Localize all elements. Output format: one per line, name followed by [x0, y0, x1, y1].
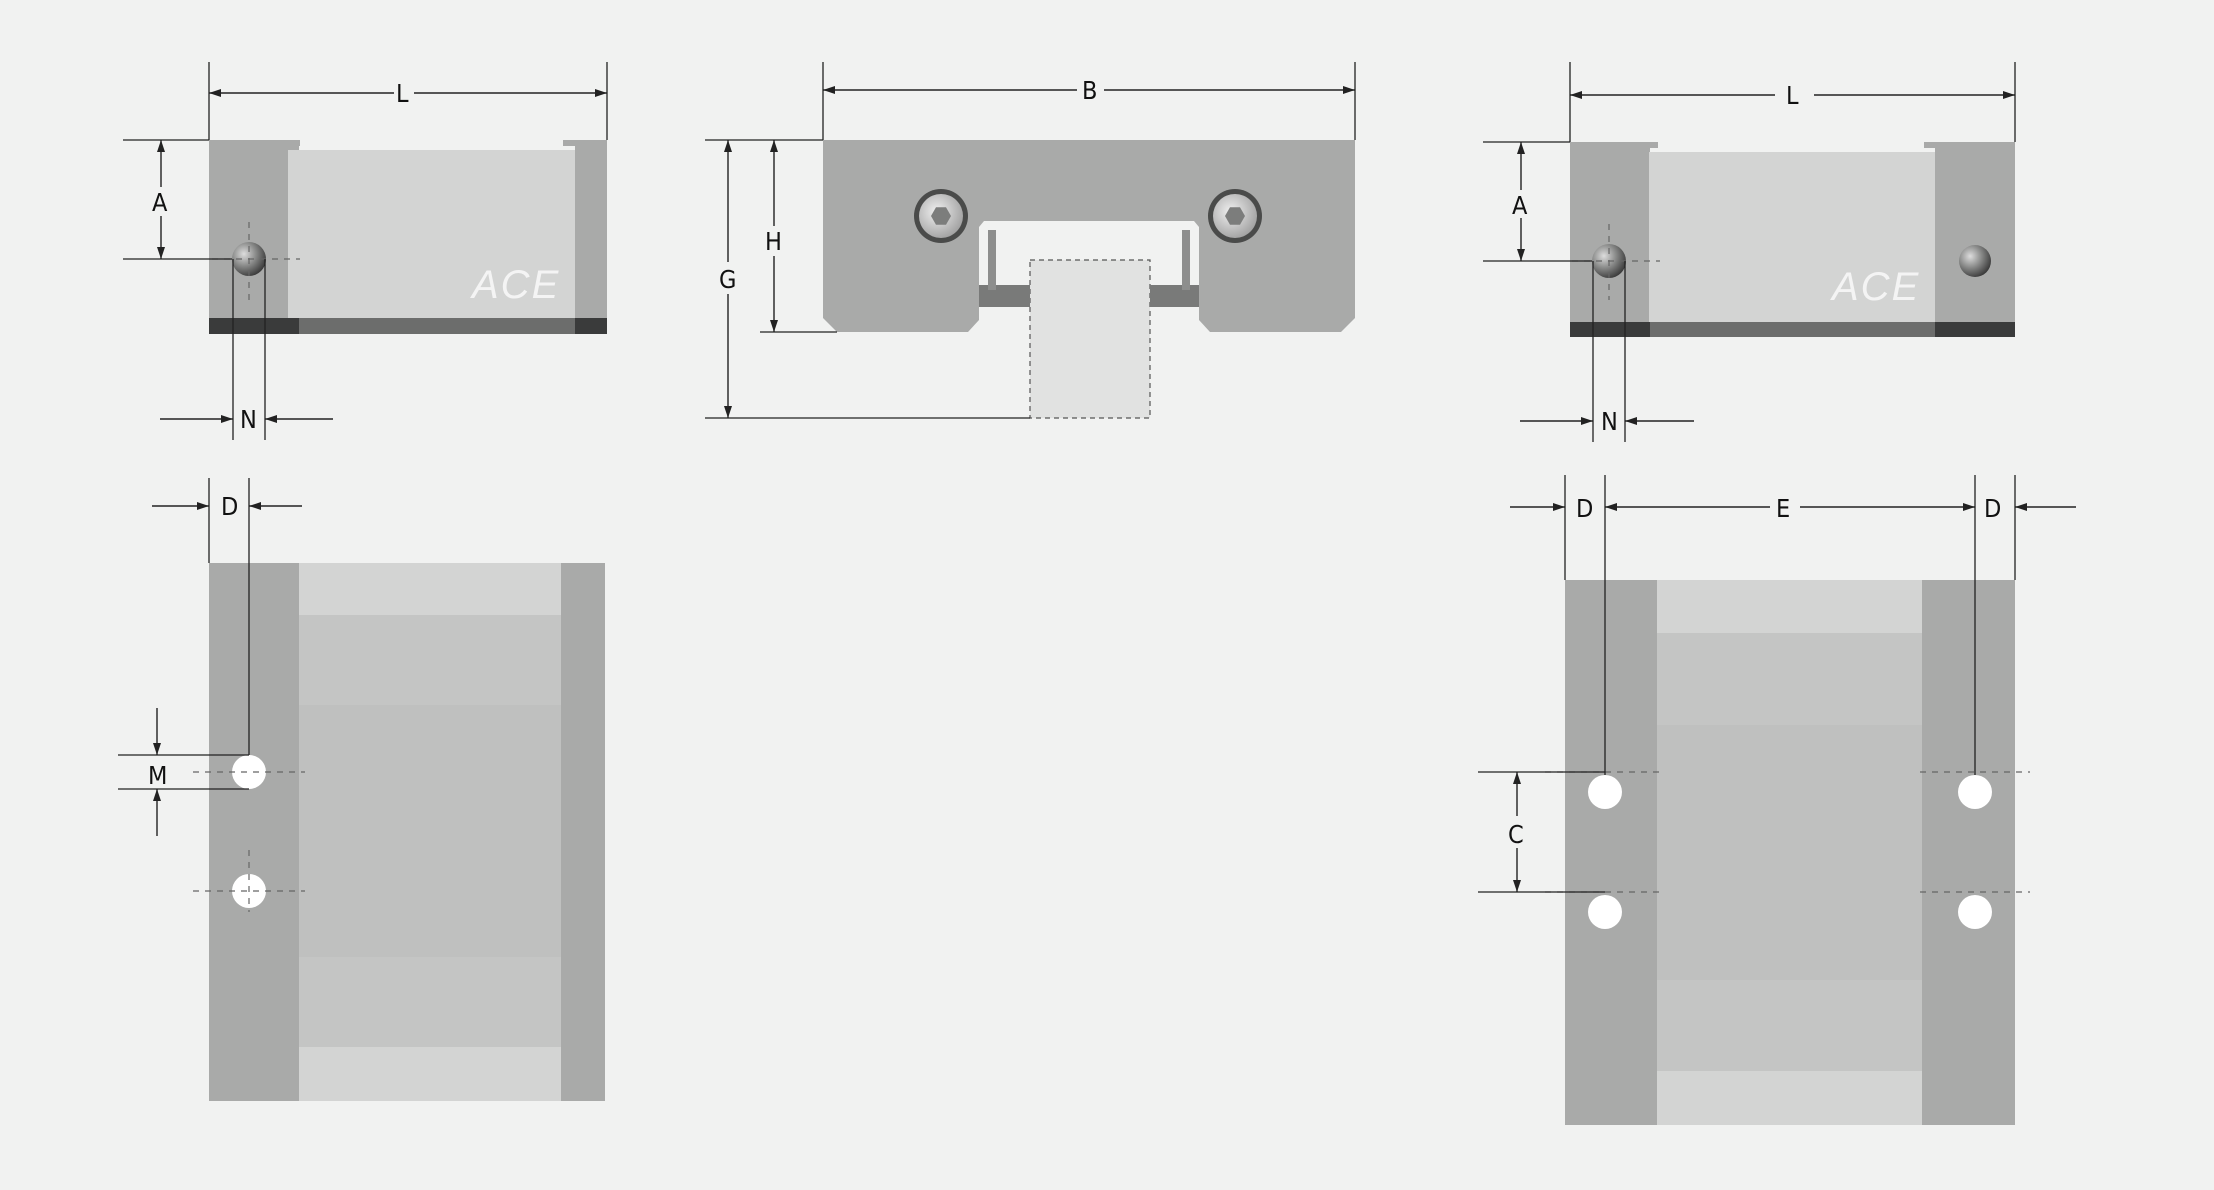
front-view: [823, 140, 1355, 419]
dim-label-n-left: N: [240, 405, 257, 434]
hex-socket-screw-icon: [1208, 189, 1262, 243]
dim-label-h: H: [765, 227, 782, 256]
dim-label-e: E: [1776, 494, 1790, 523]
dimension-lines-view5: D E D C: [1478, 475, 2076, 893]
dimension-lines-view4: D M: [118, 478, 302, 836]
dim-label-l-left: L: [396, 79, 409, 108]
dim-label-d-right-2: D: [1984, 494, 2001, 523]
mounting-hole-icon: [1588, 895, 1622, 929]
dim-label-a-right: A: [1512, 191, 1528, 220]
dimension-lines-view2: B G H: [705, 62, 1356, 419]
dim-label-b: B: [1082, 76, 1097, 105]
dim-label-a-left: A: [152, 188, 168, 217]
mounting-hole-icon: [232, 755, 266, 789]
brand-logo: ACE: [470, 263, 560, 307]
dimension-lines-view1: L A N: [123, 62, 608, 440]
dim-label-m: M: [148, 761, 167, 790]
dim-label-c: C: [1508, 820, 1524, 849]
brand-logo: ACE: [1830, 265, 1920, 309]
side-view-left: ACE: [209, 140, 607, 334]
dimension-lines-view3: L A N: [1483, 62, 2016, 442]
top-view-left: [193, 563, 605, 1101]
dim-label-n-right: N: [1601, 407, 1618, 436]
dim-label-l-right: L: [1786, 81, 1799, 110]
side-view-right: ACE: [1570, 142, 2015, 337]
mounting-hole-icon: [1958, 775, 1992, 809]
mounting-hole-icon: [1958, 895, 1992, 929]
dim-label-d-right-1: D: [1576, 494, 1593, 523]
mounting-hole-icon: [1588, 775, 1622, 809]
dim-label-d-left: D: [221, 492, 238, 521]
top-view-right: [1545, 580, 2030, 1125]
ball-plunger-icon: [1959, 245, 1991, 277]
dim-label-g: G: [719, 265, 736, 294]
hex-socket-screw-icon: [914, 189, 968, 243]
